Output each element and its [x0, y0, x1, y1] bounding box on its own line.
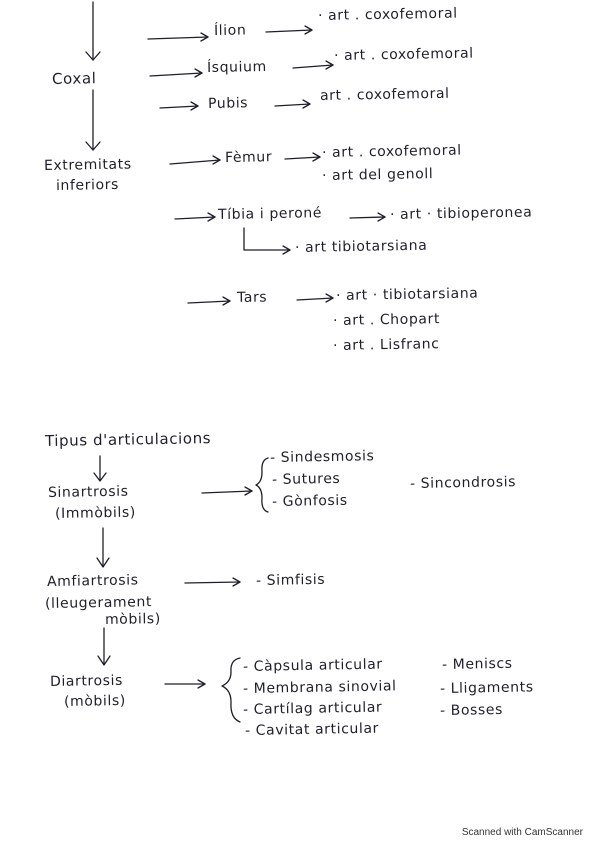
- lligaments-item: - Lligaments: [439, 679, 534, 697]
- ilion-label: Ílion: [213, 22, 247, 39]
- meniscs-item: - Meniscs: [441, 655, 513, 673]
- tibia-joint-tibiotarsiana: · art tibiotarsiana: [294, 237, 428, 256]
- cartilag-item: - Cartílag articular: [242, 699, 383, 718]
- tars-joint-chopart: · art . Chopart: [332, 311, 441, 329]
- pubis-label: Pubis: [207, 95, 249, 112]
- sincondrosis-item: - Sincondrosis: [409, 474, 517, 492]
- extremitats-label-line1: Extremitats: [43, 156, 132, 174]
- tars-label: Tars: [236, 289, 268, 306]
- tars-joint-tibiotarsiana: · art · tibiotarsiana: [335, 285, 479, 304]
- amfiartrosis-sublabel-2: mòbils): [104, 611, 161, 628]
- capsula-item: - Càpsula articular: [242, 656, 383, 675]
- femur-label: Fèmur: [224, 149, 273, 166]
- tars-joint-lisfranc: · art . Lisfranc: [332, 336, 440, 354]
- diartrosis-label: Diartrosis: [49, 672, 124, 690]
- bosses-item: - Bosses: [439, 701, 504, 719]
- femur-joint-coxofemoral: · art . coxofemoral: [321, 142, 462, 161]
- cavitat-item: - Cavitat articular: [244, 720, 380, 739]
- tibia-joint-tibioperonea: · art · tibioperonea: [389, 204, 533, 223]
- pubis-joint: art . coxofemoral: [319, 85, 450, 104]
- amfiartrosis-label: Amfiartrosis: [46, 572, 139, 590]
- isquium-joint: · art . coxofemoral: [333, 45, 474, 64]
- tibia-perone-label: Tíbia i peroné: [217, 205, 323, 223]
- sinartrosis-sublabel: (Immòbils): [54, 504, 136, 522]
- simfisis-item: - Simfisis: [255, 571, 326, 589]
- diartrosis-sublabel: (mòbils): [63, 692, 127, 710]
- gomfosis-item: - Gònfosis: [271, 492, 348, 510]
- tipus-articulacions-title: Tipus d'articulacions: [44, 429, 212, 450]
- isquium-label: Ísquium: [206, 58, 267, 76]
- membrana-item: - Membrana sinovial: [242, 678, 397, 697]
- femur-joint-genoll: · art del genoll: [321, 166, 434, 184]
- scanner-watermark: Scanned with CamScanner: [461, 827, 583, 838]
- extremitats-label-line2: inferiors: [55, 176, 120, 194]
- sindesmosis-item: - Sindesmosis: [269, 448, 375, 466]
- coxal-label: Coxal: [51, 69, 97, 88]
- sutures-item: - Sutures: [271, 470, 341, 488]
- amfiartrosis-sublabel-1: (lleugerament: [44, 594, 153, 612]
- sinartrosis-label: Sinartrosis: [47, 483, 129, 501]
- ilion-joint: · art . coxofemoral: [317, 5, 458, 24]
